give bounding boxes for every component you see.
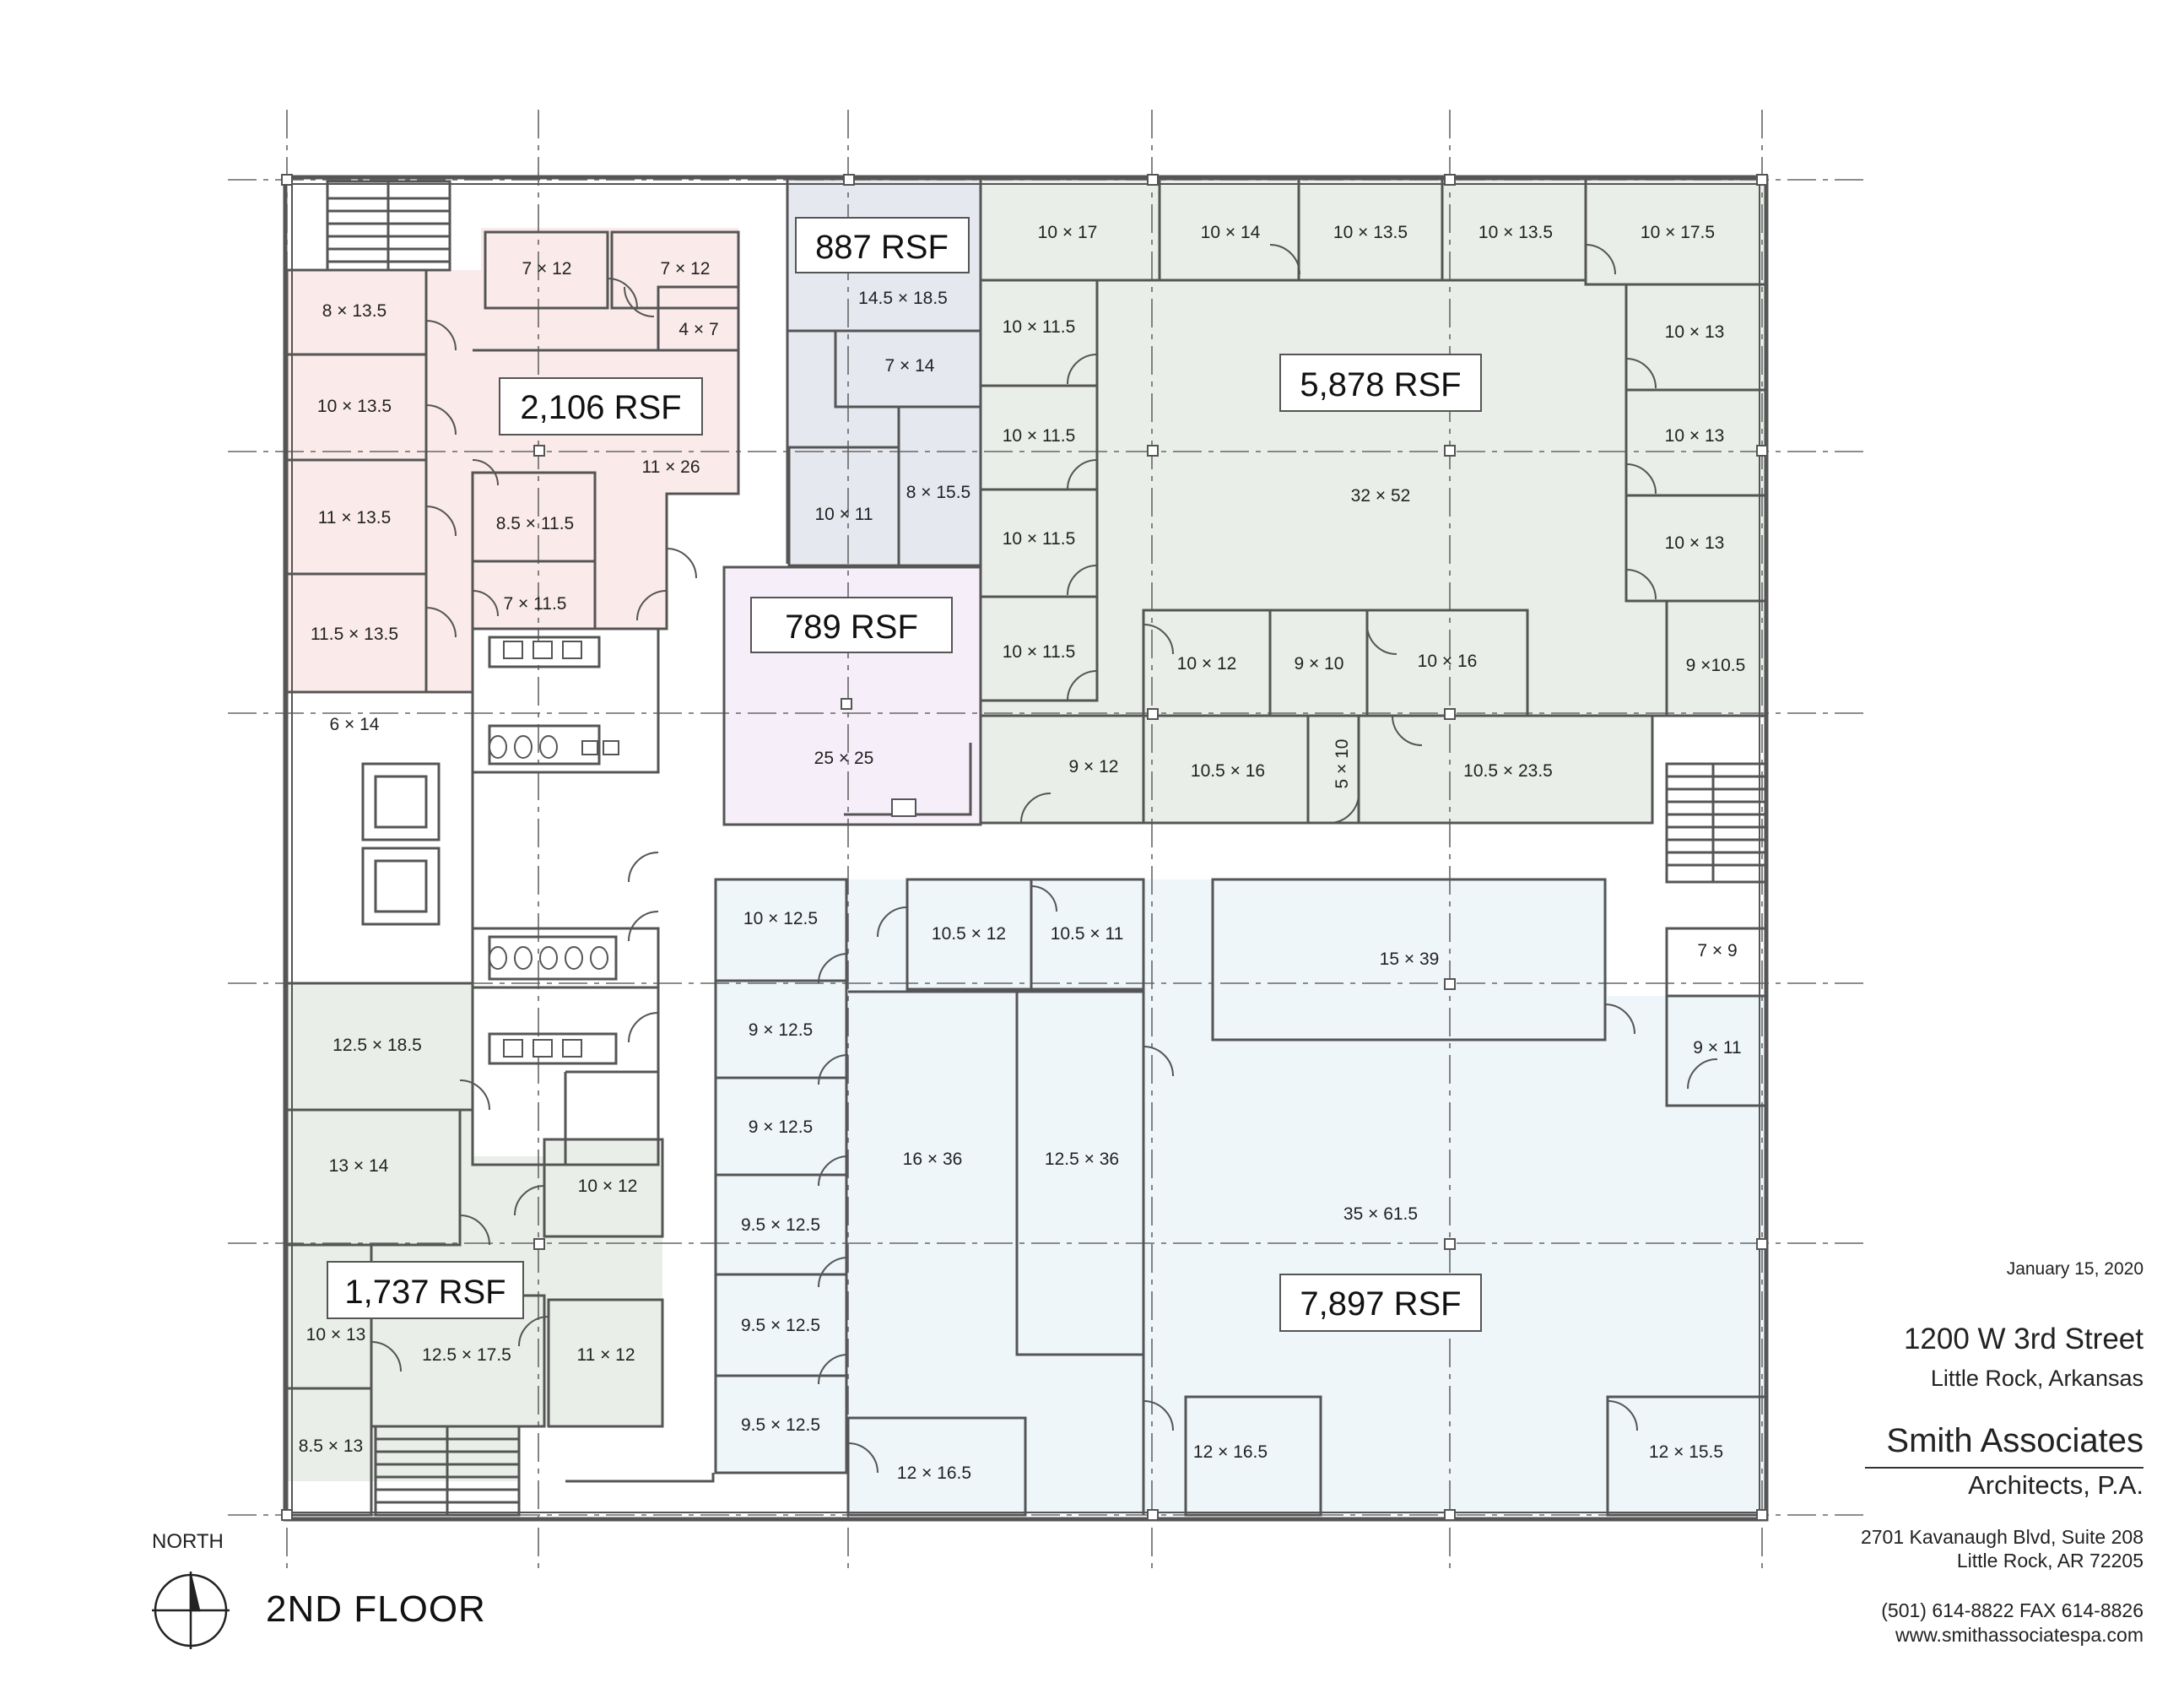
room-label: 6 × 14 — [330, 715, 380, 734]
room-label: 10 × 13 — [1665, 533, 1725, 553]
suite-area-green-ne: 5,878 RSF — [1300, 366, 1461, 403]
area-label-boxes — [327, 217, 1482, 1332]
drawing-date: January 15, 2020 — [2006, 1259, 2143, 1279]
room-label: 5 × 10 — [1333, 739, 1352, 789]
walls — [283, 175, 1769, 1522]
room-label: 10.5 × 12 — [932, 924, 1006, 944]
room-label: 8 × 13.5 — [322, 301, 387, 321]
room-label: 10 × 17.5 — [1641, 223, 1715, 242]
firm-phone: (501) 614-8822 FAX 614-8826 — [1881, 1599, 2143, 1621]
room-label: 9 × 12 — [1069, 757, 1119, 776]
suite-area-green-sw: 1,737 RSF — [344, 1274, 505, 1311]
room-label: 12 × 16.5 — [897, 1463, 971, 1483]
suite-fill-green-sw — [287, 983, 662, 1481]
room-label: 25 × 25 — [814, 749, 874, 768]
room-label: 7 × 12 — [522, 259, 572, 279]
room-label: 9 ×10.5 — [1686, 656, 1746, 675]
room-label: 9.5 × 12.5 — [741, 1316, 820, 1335]
room-label: 10.5 × 23.5 — [1463, 761, 1553, 781]
suite-area-lavender: 789 RSF — [785, 609, 918, 646]
room-label: 15 × 39 — [1380, 950, 1440, 969]
room-label: 12.5 × 17.5 — [422, 1345, 511, 1365]
room-label: 12.5 × 36 — [1045, 1150, 1119, 1169]
firm-subtitle: Architects, P.A. — [1968, 1470, 2143, 1500]
room-label: 32 × 52 — [1351, 486, 1411, 506]
room-label: 10 × 11 — [814, 505, 873, 524]
project-street: 1200 W 3rd Street — [1903, 1323, 2143, 1355]
room-label: 12 × 16.5 — [1193, 1442, 1268, 1462]
room-label: 10.5 × 16 — [1191, 761, 1265, 781]
room-label: 14.5 × 18.5 — [858, 289, 948, 308]
room-label: 10 × 17 — [1038, 223, 1098, 242]
room-label: 9 × 12.5 — [749, 1020, 813, 1040]
room-label: 10 × 12.5 — [743, 909, 818, 928]
room-label: 10 × 12 — [578, 1177, 638, 1196]
firm-name: Smith Associates — [1886, 1422, 2143, 1459]
room-label: 10 × 11.5 — [1003, 426, 1076, 446]
north-label: NORTH — [152, 1530, 224, 1553]
room-label: 7 × 11.5 — [504, 594, 567, 614]
room-label: 10 × 13.5 — [1333, 223, 1408, 242]
room-label: 7 × 12 — [661, 259, 711, 279]
suite-fill-blue — [716, 879, 1765, 1515]
room-label: 9 × 12.5 — [749, 1117, 813, 1137]
floor-title: 2ND FLOOR — [266, 1588, 486, 1630]
room-label: 11 × 26 — [641, 457, 700, 477]
suite-fill-purple — [787, 179, 981, 564]
room-label: 9.5 × 12.5 — [741, 1415, 820, 1435]
room-label: 10 × 13 — [306, 1325, 366, 1344]
room-label: 35 × 61.5 — [1343, 1204, 1418, 1224]
room-label: 10 × 11.5 — [1003, 317, 1076, 337]
room-label: 10 × 13 — [1665, 426, 1725, 446]
firm-divider — [1865, 1467, 2143, 1469]
room-label: 8.5 × 13 — [299, 1436, 363, 1456]
room-label: 10 × 16 — [1418, 652, 1478, 671]
room-label: 9.5 × 12.5 — [741, 1215, 820, 1235]
room-label: 12.5 × 18.5 — [332, 1036, 422, 1055]
room-label: 8 × 15.5 — [906, 483, 970, 502]
room-label: 10 × 11.5 — [1003, 529, 1076, 549]
room-label: 7 × 14 — [885, 356, 935, 376]
room-label: 7 × 9 — [1697, 941, 1737, 960]
suite-area-purple: 887 RSF — [815, 229, 949, 266]
room-label: 4 × 7 — [678, 320, 718, 339]
north-arrow — [152, 1572, 230, 1649]
room-label: 11 × 13.5 — [318, 508, 392, 528]
room-label: 13 × 14 — [329, 1156, 389, 1176]
column-markers — [281, 174, 1768, 1521]
room-label: 10 × 14 — [1201, 223, 1261, 242]
room-label: 12 × 15.5 — [1649, 1442, 1723, 1462]
room-label: 11.5 × 13.5 — [311, 625, 398, 644]
room-label: 11 × 12 — [576, 1345, 635, 1365]
suite-fill-red — [287, 228, 738, 692]
suite-area-blue: 7,897 RSF — [1300, 1285, 1461, 1323]
room-label: 9 × 11 — [1693, 1038, 1741, 1058]
suite-fill-green-ne — [981, 179, 1765, 823]
room-label: 10 × 13 — [1665, 322, 1725, 342]
door-swings — [370, 244, 1718, 1474]
firm-address-line1: 2701 Kavanaugh Blvd, Suite 208 — [1860, 1526, 2143, 1548]
suite-area-red: 2,106 RSF — [520, 389, 681, 426]
room-label: 10.5 × 11 — [1051, 924, 1124, 944]
restroom-fixtures — [489, 641, 916, 1058]
room-label: 10 × 11.5 — [1003, 642, 1076, 662]
room-label: 8.5 × 11.5 — [496, 514, 574, 533]
firm-address-line2: Little Rock, AR 72205 — [1956, 1550, 2143, 1572]
room-label: 10 × 13.5 — [317, 397, 392, 416]
room-label: 10 × 13.5 — [1479, 223, 1553, 242]
room-label: 16 × 36 — [903, 1150, 963, 1169]
project-city: Little Rock, Arkansas — [1930, 1366, 2143, 1391]
room-label: 9 × 10 — [1295, 654, 1344, 674]
room-label: 10 × 12 — [1177, 654, 1237, 674]
firm-website[interactable]: www.smithassociatespa.com — [1895, 1624, 2143, 1646]
